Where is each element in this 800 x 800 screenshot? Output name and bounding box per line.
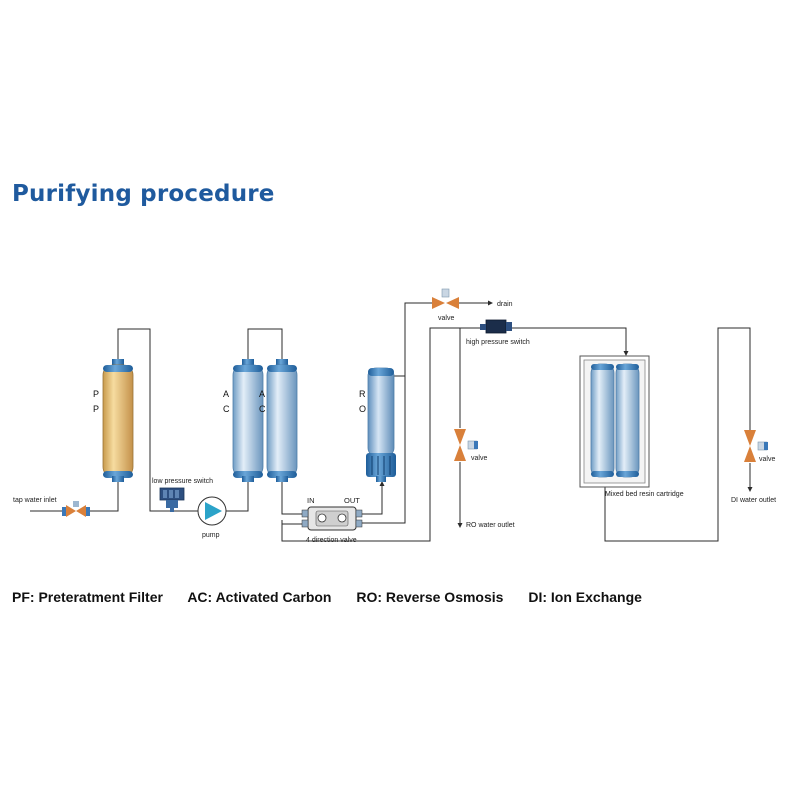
mixed-bed-label: Mixed bed resin cartridge [605, 491, 684, 498]
out-label: OUT [344, 496, 360, 505]
ro-outlet-valve [454, 429, 478, 461]
legend-item-ac: AC: Activated Carbon [187, 589, 332, 605]
ac1-letter-bottom: C [223, 404, 230, 414]
ro-water-outlet-label: RO water outlet [466, 522, 515, 529]
high-pressure-switch [480, 319, 512, 334]
ac2-letter-top: A [259, 389, 265, 399]
ac2-vessel: A C [259, 359, 298, 482]
drain-valve-label: valve [438, 315, 454, 322]
drain-label: drain [497, 301, 513, 308]
ac1-vessel: A C [223, 359, 264, 482]
page-title: Purifying procedure [12, 181, 275, 207]
ro-vessel: R O [359, 367, 396, 482]
di-water-outlet-label: DI water outlet [731, 497, 776, 504]
ac1-letter-top: A [223, 389, 229, 399]
legend-item-pf: PF: Preteratment Filter [12, 589, 163, 605]
mixed-bed-cartridge [579, 355, 650, 488]
low-pressure-switch [159, 487, 185, 512]
pf-letter-bottom: P [93, 404, 99, 414]
ro-letter-bottom: O [359, 404, 366, 414]
four-direction-valve [301, 506, 363, 531]
in-label: IN [307, 496, 315, 505]
di-outlet-valve [744, 430, 768, 462]
legend-item-ro: RO: Reverse Osmosis [356, 589, 504, 605]
ro-letter-top: R [359, 389, 366, 399]
pump-label: pump [202, 532, 220, 539]
high-pressure-switch-label: high pressure switch [466, 339, 530, 346]
drain-valve [432, 288, 459, 309]
legend-item-di: DI: Ion Exchange [528, 589, 642, 605]
legend: PF: Preteratment Filter AC: Activated Ca… [12, 589, 663, 605]
tap-water-inlet-label: tap water inlet [13, 497, 57, 504]
low-pressure-switch-label: low pressure switch [152, 478, 213, 485]
di-valve-label: valve [759, 456, 775, 463]
inlet-valve [62, 501, 90, 517]
pipes [30, 300, 753, 542]
ro-valve-label: valve [471, 455, 487, 462]
ac2-letter-bottom: C [259, 404, 266, 414]
pump-icon [197, 496, 227, 526]
four-direction-valve-label: 4 direction valve [306, 537, 357, 544]
pf-letter-top: P [93, 389, 99, 399]
pf-vessel: P P [93, 359, 134, 482]
